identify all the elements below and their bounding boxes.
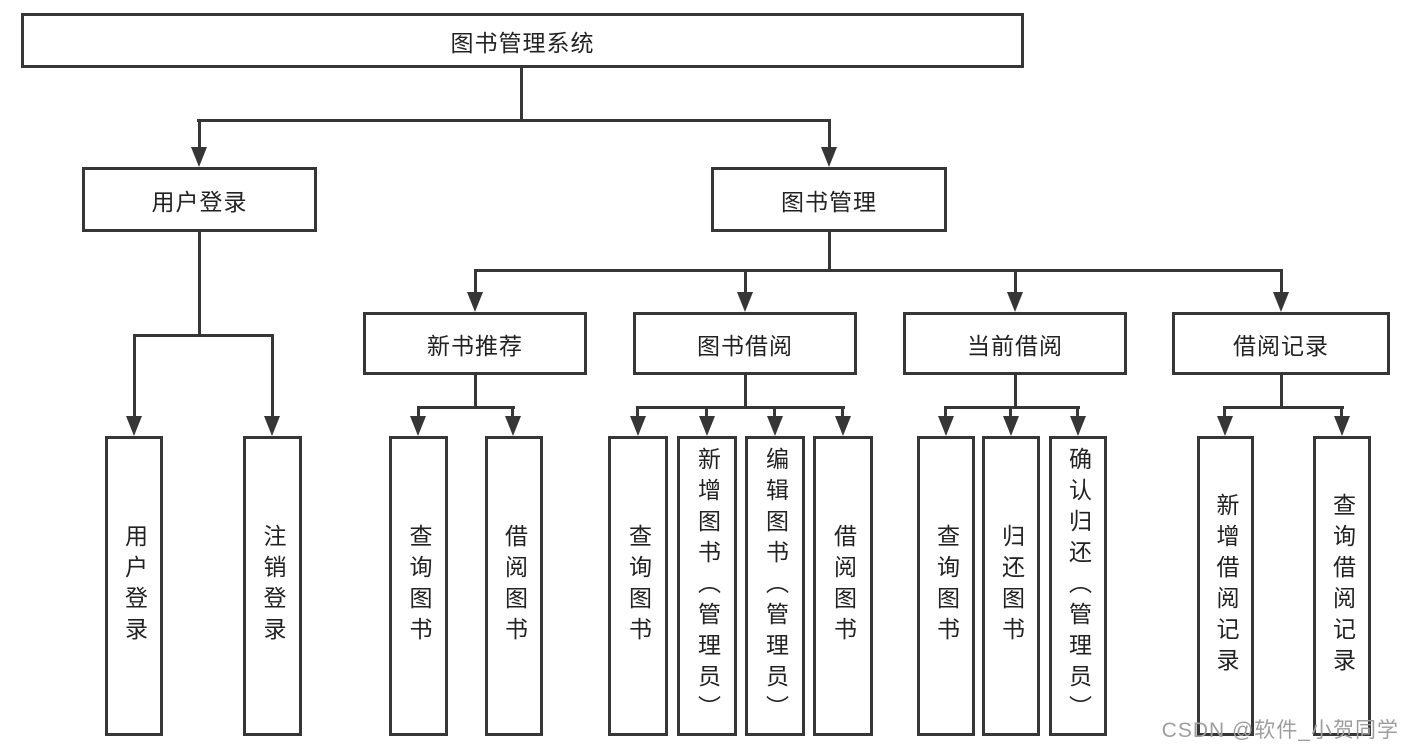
node-book-borrowing: 图书借阅 (633, 312, 857, 375)
arrow-down-icon (264, 416, 280, 436)
connector-line (133, 334, 274, 337)
leaf-current-confirm-return-admin: 确认归还（管理员） (1049, 436, 1107, 736)
node-label: 用户登录 (121, 524, 148, 648)
leaf-borrowing-edit-books-admin: 编辑图书（管理员） (745, 436, 805, 736)
arrow-down-icon (126, 416, 142, 436)
connector-line (1280, 375, 1283, 408)
connector-line (828, 232, 831, 271)
connector-line (1014, 269, 1017, 293)
connector-line (1014, 375, 1017, 408)
connector-line (520, 68, 523, 121)
connector-line (1223, 406, 1226, 418)
arrow-down-icon (1003, 416, 1019, 436)
connector-line (417, 406, 420, 418)
leaf-newbook-borrow-books: 借阅图书 (485, 436, 543, 736)
connector-line (1076, 406, 1079, 418)
arrow-down-icon (1070, 416, 1086, 436)
arrow-down-icon (1217, 416, 1233, 436)
connector-line (944, 406, 947, 418)
connector-line (705, 406, 708, 418)
connector-line (773, 406, 776, 418)
connector-line (1280, 269, 1283, 293)
node-current-borrowing: 当前借阅 (903, 312, 1127, 375)
arrow-down-icon (835, 416, 851, 436)
node-label: 当前借阅 (967, 332, 1063, 359)
arrow-down-icon (938, 416, 954, 436)
node-label: 借阅图书 (501, 524, 528, 648)
connector-line (417, 406, 515, 409)
node-root-library-management-system: 图书管理系统 (21, 13, 1024, 68)
node-label: 查询图书 (625, 524, 652, 648)
node-label: 图书借阅 (697, 332, 793, 359)
arrow-down-icon (767, 416, 783, 436)
connector-line (636, 406, 639, 418)
node-label: 注销登录 (260, 524, 286, 648)
connector-line (133, 334, 136, 418)
connector-line (198, 232, 201, 336)
node-user-login: 用户登录 (82, 167, 317, 232)
node-label: 查询图书 (933, 524, 960, 648)
connector-line (636, 406, 845, 409)
leaf-borrowing-borrow-books: 借阅图书 (813, 436, 873, 736)
arrow-down-icon (1334, 416, 1350, 436)
arrow-down-icon (191, 147, 207, 167)
node-label: 新增借阅记录 (1213, 493, 1239, 679)
node-label: 图书管理 (781, 188, 877, 215)
node-label: 确认归还（管理员） (1065, 446, 1092, 726)
connector-line (511, 406, 514, 418)
node-label: 图书管理系统 (450, 29, 595, 56)
connector-line (744, 375, 747, 408)
node-borrowing-records: 借阅记录 (1172, 312, 1390, 375)
arrow-down-icon (699, 416, 715, 436)
arrow-down-icon (410, 416, 426, 436)
node-label: 借阅记录 (1233, 332, 1329, 359)
arrow-down-icon (1273, 292, 1289, 312)
node-label: 新书推荐 (427, 332, 523, 359)
connector-line (474, 269, 477, 293)
node-new-book-recommend: 新书推荐 (363, 312, 587, 375)
arrow-down-icon (467, 292, 483, 312)
leaf-records-query-borrow-record: 查询借阅记录 (1313, 436, 1371, 736)
leaf-records-add-borrow-record: 新增借阅记录 (1197, 436, 1254, 736)
arrow-down-icon (630, 416, 646, 436)
connector-line (474, 269, 1282, 272)
connector-line (1223, 406, 1344, 409)
node-label: 查询图书 (406, 524, 432, 648)
leaf-borrowing-add-books-admin: 新增图书（管理员） (677, 436, 737, 736)
connector-line (828, 119, 831, 149)
connector-line (944, 406, 1080, 409)
arrow-down-icon (737, 292, 753, 312)
arrow-down-icon (505, 416, 521, 436)
connector-line (474, 375, 477, 408)
leaf-borrowing-query-books: 查询图书 (608, 436, 668, 736)
arrow-down-icon (1007, 292, 1023, 312)
leaf-current-query-books: 查询图书 (917, 436, 975, 736)
node-label: 新增图书（管理员） (694, 446, 721, 726)
csdn-watermark: CSDN @软件_小贺同学 (1161, 719, 1399, 742)
node-label: 借阅图书 (830, 524, 857, 648)
node-label: 用户登录 (151, 188, 248, 215)
node-label: 归还图书 (998, 524, 1025, 648)
connector-line (197, 119, 831, 122)
leaf-user-login: 用户登录 (105, 436, 163, 736)
connector-line (841, 406, 844, 418)
leaf-newbook-query-books: 查询图书 (389, 436, 448, 736)
connector-line (1009, 406, 1012, 418)
arrow-down-icon (821, 147, 837, 167)
leaf-logout: 注销登录 (243, 436, 302, 736)
connector-line (198, 119, 201, 149)
node-label: 编辑图书（管理员） (762, 446, 789, 726)
connector-line (1340, 406, 1343, 418)
node-label: 查询借阅记录 (1329, 493, 1356, 679)
node-book-management: 图书管理 (711, 167, 947, 232)
connector-line (744, 269, 747, 293)
leaf-current-return-books: 归还图书 (982, 436, 1040, 736)
connector-line (271, 334, 274, 418)
